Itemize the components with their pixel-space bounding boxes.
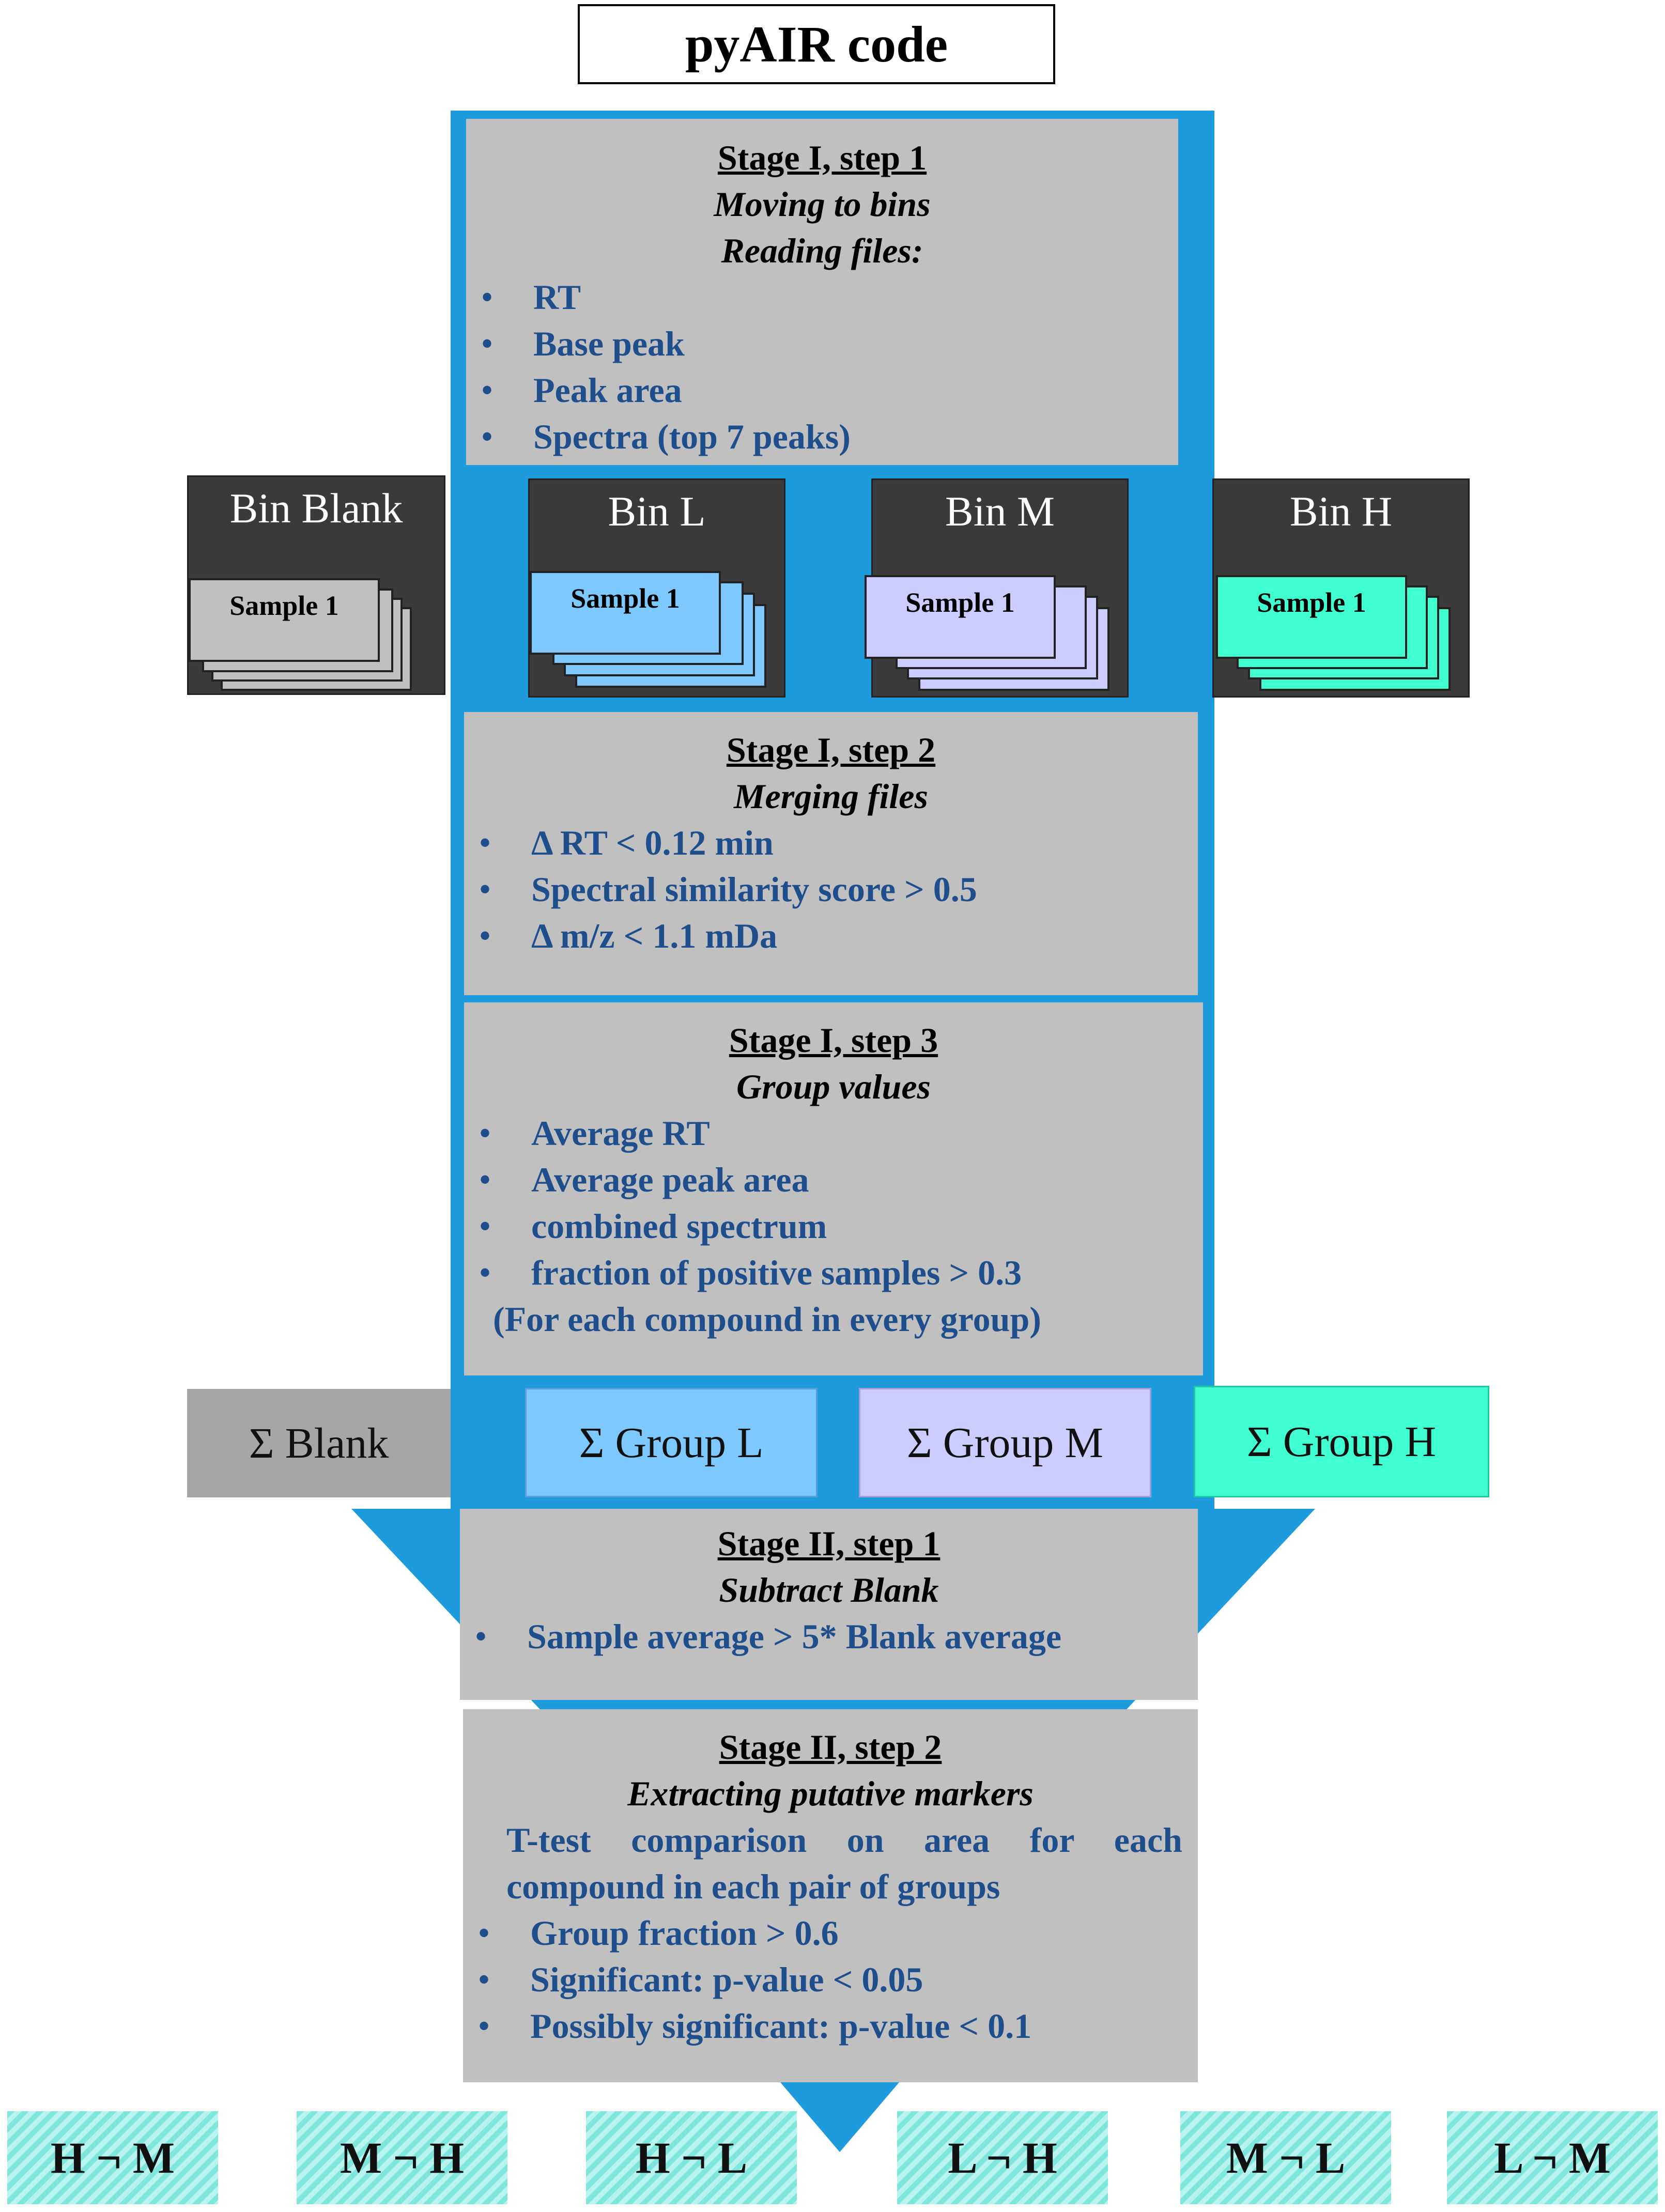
sample-label: Sample 1 (571, 583, 680, 614)
stage2-step2-note2: compound in each pair of groups (506, 1867, 1000, 1906)
bin-label: Bin L (608, 488, 706, 535)
stage1-step3-subheading: Group values (736, 1067, 931, 1106)
stage1-step1-box: Stage I, step 1 Moving to bins Reading f… (466, 119, 1178, 465)
arrow-tip (780, 2082, 899, 2152)
diagram-title: pyAIR code (578, 4, 1055, 84)
stage2-step1-list: Sample average > 5* Blank average (460, 1613, 1198, 1660)
bin-blank: Bin Blank Sample 1 (187, 475, 445, 695)
list-item: Possibly significant: p-value < 0.1 (463, 2003, 1198, 2049)
sample-label: Sample 1 (229, 590, 339, 621)
stage1-step1-list: RT Base peak Peak area Spectra (top 7 pe… (466, 274, 1178, 460)
stage1-step1-subheading2: Reading files: (721, 231, 923, 270)
sample-card: Sample 1 (189, 578, 380, 662)
group-l: Σ Group L (525, 1388, 818, 1497)
sample-label: Sample 1 (905, 587, 1015, 618)
sample-label: Sample 1 (1257, 587, 1366, 618)
sample-card: Sample 1 (530, 571, 721, 655)
list-item: Spectra (top 7 peaks) (466, 413, 1178, 460)
list-item: Significant: p-value < 0.05 (463, 1956, 1198, 2003)
group-m: Σ Group M (859, 1388, 1151, 1497)
stage2-step2-subheading: Extracting putative markers (627, 1774, 1034, 1813)
stage1-step3-heading: Stage I, step 3 (729, 1020, 938, 1060)
sample-card: Sample 1 (1216, 575, 1407, 659)
result-m-not-l: M ¬ L (1180, 2111, 1391, 2204)
list-item: Average peak area (464, 1156, 1203, 1203)
stage2-step1-subheading: Subtract Blank (719, 1570, 939, 1610)
list-item: RT (466, 274, 1178, 320)
list-item: Base peak (466, 320, 1178, 367)
stage1-step2-list: Δ RT < 0.12 min Spectral similarity scor… (464, 819, 1198, 959)
stage1-step3-note: (For each compound in every group) (493, 1300, 1041, 1339)
sample-card: Sample 1 (865, 575, 1056, 659)
list-item: Group fraction > 0.6 (463, 1910, 1198, 1956)
group-blank: Σ Blank (187, 1389, 451, 1497)
list-item: Δ RT < 0.12 min (464, 819, 1198, 866)
stage2-step2-box: Stage II, step 2 Extracting putative mar… (463, 1709, 1198, 2082)
stage1-step1-subheading: Moving to bins (714, 184, 931, 224)
stage2-step2-heading: Stage II, step 2 (719, 1727, 942, 1767)
bin-label: Bin H (1289, 488, 1393, 535)
list-item: Spectral similarity score > 0.5 (464, 866, 1198, 912)
stage1-step2-heading: Stage I, step 2 (726, 730, 936, 769)
stage2-step2-list: Group fraction > 0.6 Significant: p-valu… (463, 1910, 1198, 2049)
stage1-step1-heading: Stage I, step 1 (717, 138, 927, 177)
list-item: Sample average > 5* Blank average (460, 1613, 1198, 1660)
list-item: fraction of positive samples > 0.3 (464, 1249, 1203, 1296)
result-h-not-m: H ¬ M (7, 2111, 218, 2204)
group-h: Σ Group H (1194, 1386, 1489, 1497)
bin-l: Bin L Sample 1 (528, 478, 785, 698)
list-item: Average RT (464, 1110, 1203, 1156)
stage2-step1-box: Stage II, step 1 Subtract Blank Sample a… (460, 1509, 1198, 1700)
stage2-step2-note1: T-test comparison on area for each (506, 1820, 1182, 1860)
stage1-step3-box: Stage I, step 3 Group values Average RT … (464, 1002, 1203, 1375)
bin-m: Bin M Sample 1 (865, 478, 1129, 698)
list-item: Δ m/z < 1.1 mDa (464, 912, 1198, 959)
stage1-step3-list: Average RT Average peak area combined sp… (464, 1110, 1203, 1296)
result-l-not-h: L ¬ H (897, 2111, 1108, 2204)
bin-label: Bin M (945, 488, 1055, 535)
stage2-step1-heading: Stage II, step 1 (717, 1524, 941, 1563)
stage1-step2-box: Stage I, step 2 Merging files Δ RT < 0.1… (464, 712, 1198, 995)
bin-h: Bin H Sample 1 (1212, 478, 1470, 698)
list-item: Peak area (466, 367, 1178, 413)
bin-label: Bin Blank (229, 485, 403, 532)
result-l-not-m: L ¬ M (1447, 2111, 1658, 2204)
stage1-step2-subheading: Merging files (734, 777, 928, 816)
result-m-not-h: M ¬ H (297, 2111, 507, 2204)
result-h-not-l: H ¬ L (586, 2111, 797, 2204)
list-item: combined spectrum (464, 1203, 1203, 1249)
